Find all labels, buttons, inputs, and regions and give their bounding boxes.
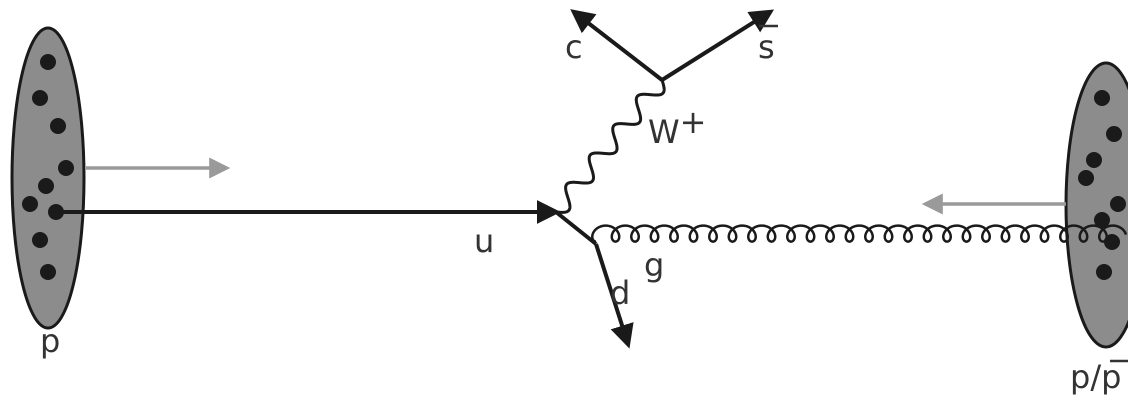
parton-dot <box>38 178 54 194</box>
down-quark-label: d <box>610 274 630 312</box>
charm-quark-line <box>570 9 664 82</box>
hadron-left-ellipse <box>10 26 86 330</box>
proton-left <box>10 26 86 330</box>
proton-right <box>1064 61 1128 349</box>
parton-dot <box>1078 170 1094 186</box>
parton-dot <box>50 118 66 134</box>
parton-dot <box>22 196 38 212</box>
proton-right-slash: / <box>1090 358 1101 396</box>
proton-right-label: p/p <box>1070 358 1121 396</box>
parton-dot <box>1106 126 1122 142</box>
parton-dot <box>1086 152 1102 168</box>
w-boson-label: W+ <box>648 103 706 151</box>
strange-antiquark-line <box>660 9 775 82</box>
parton-dot <box>32 232 48 248</box>
down-quark-line <box>594 243 634 349</box>
gluon-label: g <box>644 246 664 284</box>
parton-dot <box>1094 212 1110 228</box>
charm-quark-label: c <box>565 28 583 66</box>
parton-dot <box>1110 196 1126 212</box>
parton-dot <box>40 54 56 70</box>
parton-dot <box>1096 264 1112 280</box>
parton-dot <box>58 160 74 176</box>
w-boson-symbol: W <box>648 113 680 151</box>
parton-dot <box>1104 234 1120 250</box>
parton-dot <box>40 264 56 280</box>
gluon-line <box>591 224 1128 243</box>
up-quark-label: u <box>474 222 494 260</box>
w-boson-line <box>555 79 666 214</box>
proton-right-p: p <box>1070 358 1090 396</box>
parton-dot <box>32 90 48 106</box>
antiproton-symbol: p <box>1101 358 1121 396</box>
proton-left-label: p <box>40 322 60 360</box>
parton-dots-right <box>1078 90 1126 280</box>
quark-propagator <box>554 210 598 246</box>
w-boson-charge: + <box>680 103 707 141</box>
parton-dot <box>1094 90 1110 106</box>
strange-antiquark-label: s <box>758 28 775 66</box>
